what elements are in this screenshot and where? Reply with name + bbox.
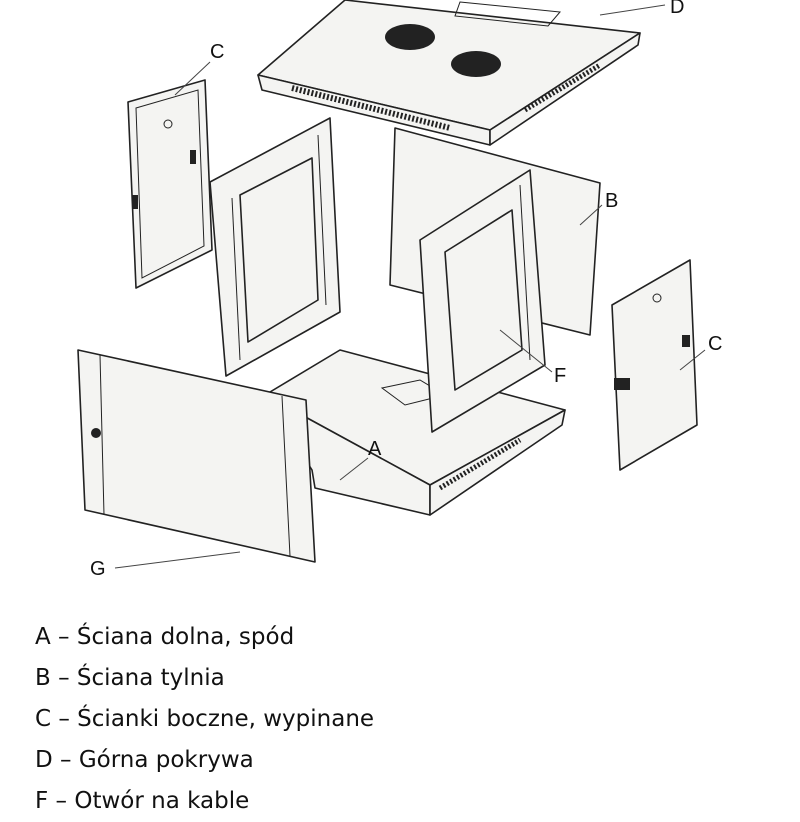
legend-item-f: F – Otwór na kable (35, 788, 250, 814)
fan-icon (385, 24, 435, 50)
label-d: D (670, 0, 684, 18)
legend-item-d: D – Górna pokrywa (35, 747, 254, 773)
top-cover (257, 0, 641, 146)
leader-lines (114, 4, 706, 569)
left-frame (209, 117, 341, 377)
label-f: F (554, 365, 566, 387)
fan-icon (451, 51, 501, 77)
right-side-panel (611, 259, 698, 471)
label-b: B (605, 190, 618, 212)
label-g: G (90, 558, 106, 580)
legend-item-a: A – Ściana dolna, spód (35, 624, 295, 650)
left-side-panel (127, 79, 213, 289)
label-c-left: C (210, 41, 224, 63)
legend-item-b: B – Ściana tylnia (35, 665, 225, 691)
right-frame (419, 169, 546, 433)
label-a: A (368, 438, 382, 460)
label-c-right: C (708, 333, 722, 355)
legend-item-c: C – Ścianki boczne, wypinane (35, 706, 375, 732)
parts-legend: A – Ściana dolna, spód B – Ściana tylnia… (35, 617, 374, 822)
front-door (77, 349, 316, 563)
rack-cabinet-exploded-diagram: D C B C F A G (77, 0, 722, 580)
